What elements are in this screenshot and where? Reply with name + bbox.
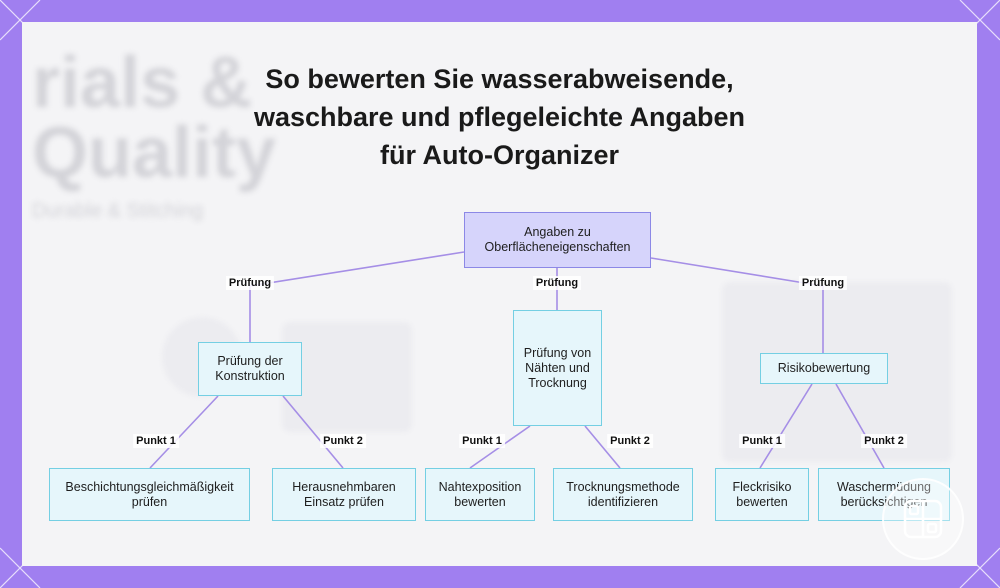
edge-label-check-left: Prüfung	[225, 276, 275, 290]
edge-label-risk-p1: Punkt 1	[739, 434, 785, 448]
edge-label-check-right: Prüfung	[798, 276, 848, 290]
node-coating: Beschichtungsgleichmäßigkeit prüfen	[49, 468, 250, 521]
node-drying-method: Trocknungsmethode identifizieren	[553, 468, 693, 521]
edge-root-construction	[249, 251, 465, 342]
edge-construction-insert	[282, 395, 344, 469]
background-text-1: rials &	[32, 43, 253, 123]
edge-seams-drying	[584, 425, 621, 469]
edge-label-construction-p1: Punkt 1	[133, 434, 179, 448]
edge-label-seams-p1: Punkt 1	[459, 434, 505, 448]
diagram-title: So bewerten Sie wasserabweisende, waschb…	[22, 60, 977, 174]
background-block-1	[282, 322, 412, 432]
node-stain-risk: Fleckrisiko bewerten	[715, 468, 809, 521]
background-text-3: Durable & Stitching	[32, 200, 204, 222]
node-seams: Prüfung von Nähten und Trocknung	[513, 310, 602, 426]
edge-risk-stain	[759, 383, 813, 469]
node-risk: Risikobewertung	[760, 353, 888, 384]
edge-root-risk	[650, 257, 824, 353]
node-construction: Prüfung der Konstruktion	[198, 342, 302, 396]
title-line-3: für Auto-Organizer	[380, 140, 619, 170]
edge-label-check-mid: Prüfung	[532, 276, 582, 290]
title-line-1: So bewerten Sie wasserabweisende,	[265, 64, 734, 94]
node-root: Angaben zu Oberflächeneigenschaften	[464, 212, 651, 268]
edge-construction-coating	[149, 395, 219, 469]
node-seam-exposure: Nahtexposition bewerten	[425, 468, 535, 521]
grid-logo-icon	[903, 499, 943, 539]
edge-label-seams-p2: Punkt 2	[607, 434, 653, 448]
title-line-2: waschbare und pflegeleichte Angaben	[253, 102, 746, 132]
watermark-badge	[882, 478, 964, 560]
edge-label-risk-p2: Punkt 2	[861, 434, 907, 448]
edge-label-construction-p2: Punkt 2	[320, 434, 366, 448]
background-text-2: Quality	[32, 113, 277, 193]
edge-risk-washing	[835, 383, 885, 469]
node-insert: Herausnehmbaren Einsatz prüfen	[272, 468, 416, 521]
